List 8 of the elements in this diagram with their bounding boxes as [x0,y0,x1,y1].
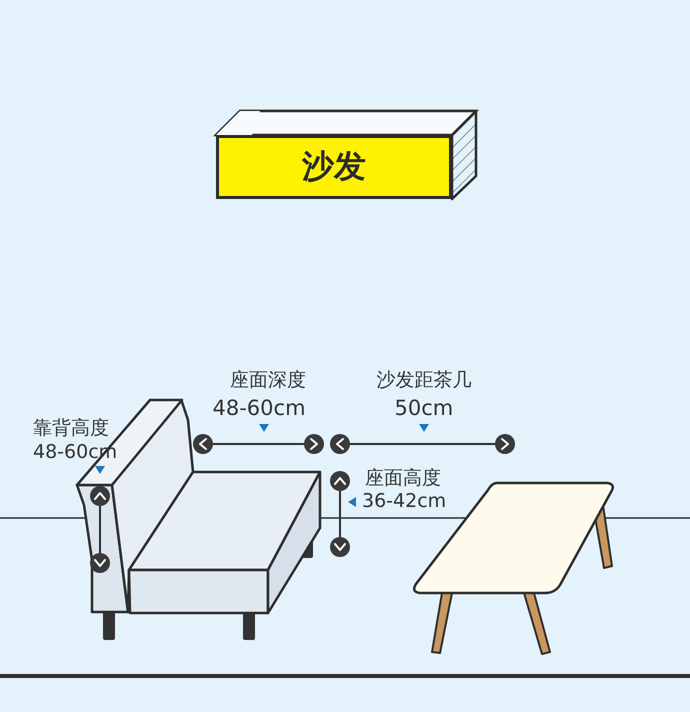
dimension-label: 48-60cm [212,398,306,419]
title-banner: 沙发 [216,135,452,199]
dimension-label: 沙发距茶几 [376,371,472,390]
dimension-label: 靠背高度 [33,419,109,438]
dimension-label: 座面高度 [365,469,441,488]
dimension-label: 50cm [394,398,454,419]
dimension-label: 座面深度 [230,371,306,390]
dimension-label: 36-42cm [362,492,446,511]
